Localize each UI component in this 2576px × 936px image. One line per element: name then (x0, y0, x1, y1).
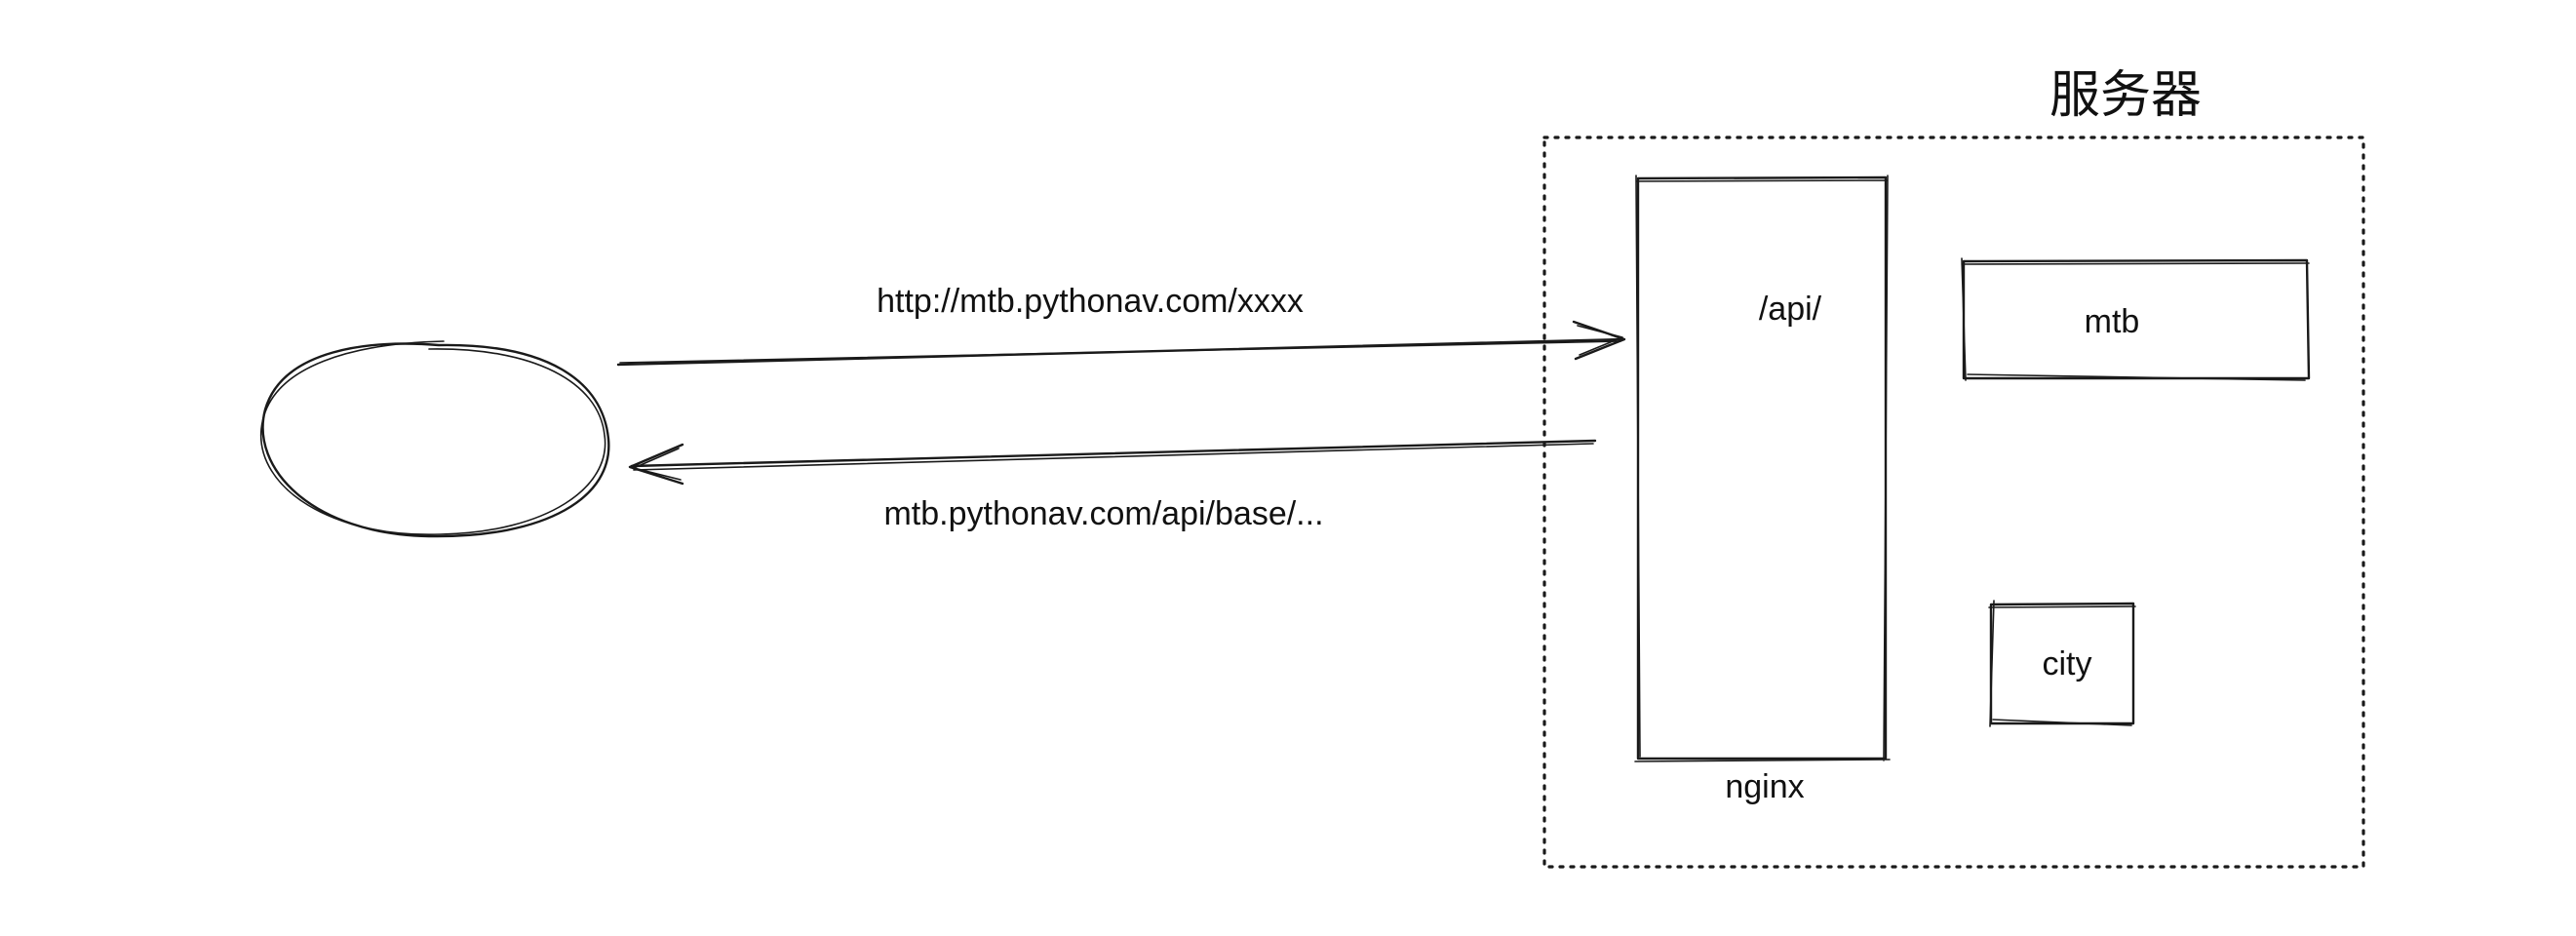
client-node (260, 340, 610, 538)
mtb-service-label: mtb (2085, 303, 2140, 340)
request-arrow (616, 320, 1626, 367)
response-url-label: mtb.pythonav.com/api/base/... (883, 495, 1323, 532)
server-boundary (1542, 136, 2365, 869)
city-service-box (1988, 600, 2136, 727)
city-service-label: city (2043, 645, 2092, 682)
nginx-label: nginx (1725, 768, 1804, 805)
nginx-box (1634, 175, 1891, 762)
request-url-label: http://mtb.pythonav.com/xxxx (877, 283, 1304, 320)
response-arrow (628, 439, 1597, 486)
nginx-route-label: /api/ (1759, 291, 1822, 328)
mtb-service-box (1961, 257, 2311, 381)
server-title: 服务器 (2049, 66, 2202, 125)
